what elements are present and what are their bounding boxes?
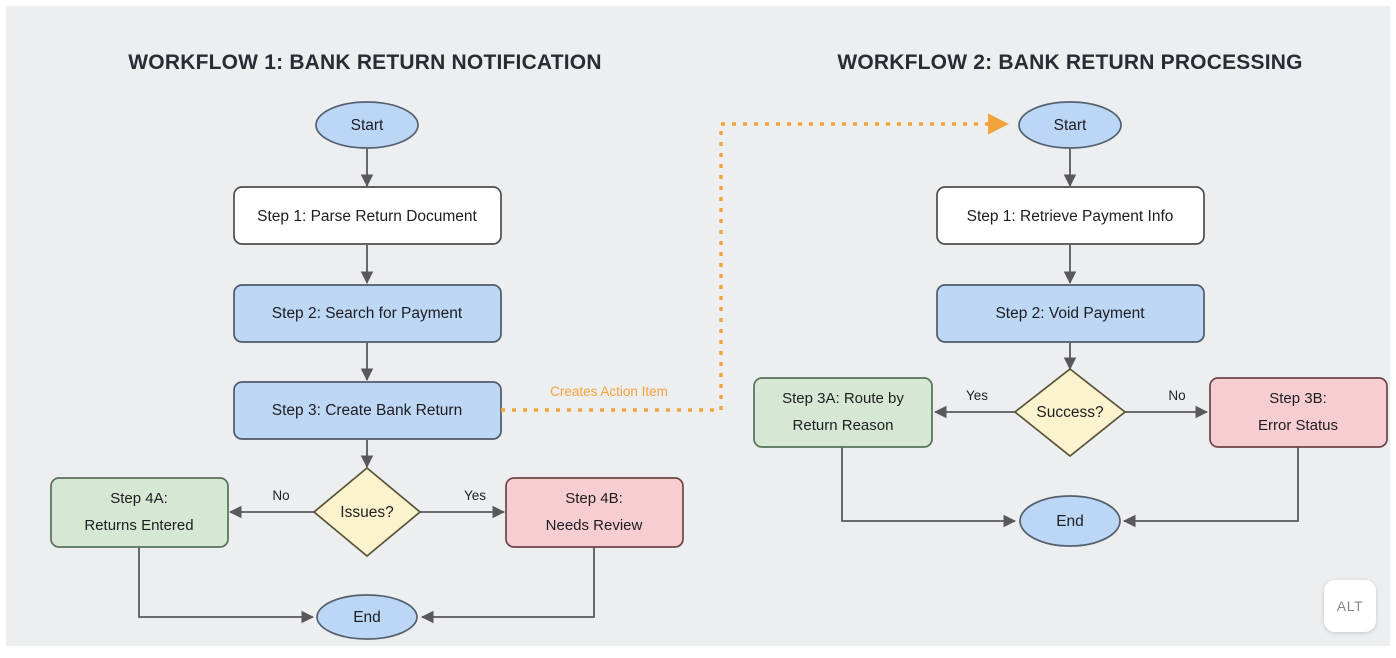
node-w2-step3b[interactable]: Step 3B: Error Status bbox=[1209, 377, 1388, 448]
w2-step3b-label-line2: Error Status bbox=[1258, 417, 1338, 434]
workflow-1-edges: No Yes bbox=[138, 149, 595, 624]
workflow-2-title: WORKFLOW 2: BANK RETURN PROCESSING bbox=[837, 51, 1302, 74]
node-w2-step1[interactable]: Step 1: Retrieve Payment Info bbox=[936, 186, 1205, 245]
alt-badge-button[interactable]: ALT bbox=[1324, 580, 1376, 632]
node-w1-start[interactable]: Start bbox=[315, 101, 419, 149]
w1-step4b-label-line1: Step 4B: bbox=[565, 490, 623, 507]
edge-w1-step4b-to-end bbox=[420, 547, 595, 624]
w1-issues-shape bbox=[312, 466, 422, 558]
node-w2-step3a[interactable]: Step 3A: Route by Return Reason bbox=[753, 377, 933, 448]
edge-label-w1-no: No bbox=[272, 488, 289, 503]
w1-step4a-label-line2: Returns Entered bbox=[84, 517, 193, 534]
w1-step2-shape bbox=[233, 284, 502, 343]
cross-link-creates-action-item: Creates Action Item bbox=[501, 113, 1009, 412]
flowchart-svg: WORKFLOW 1: BANK RETURN NOTIFICATION WOR… bbox=[50, 51, 1388, 640]
edge-label-w2-no: No bbox=[1168, 388, 1185, 403]
w2-end-shape bbox=[1019, 495, 1121, 547]
edge-w2-step3b-to-end bbox=[1122, 447, 1299, 528]
edge-label-w2-yes: Yes bbox=[966, 388, 988, 403]
cross-link-path bbox=[501, 113, 1009, 412]
w2-success-label: Success? bbox=[1036, 404, 1104, 421]
w2-step3b-label-line1: Step 3B: bbox=[1269, 390, 1327, 407]
w1-issues-label: Issues? bbox=[340, 504, 394, 521]
node-w1-end[interactable]: End bbox=[316, 594, 418, 640]
w1-step1-shape bbox=[233, 186, 502, 245]
w2-step2-shape bbox=[936, 284, 1205, 343]
node-w2-success[interactable]: Success? bbox=[1013, 367, 1127, 458]
w1-step3-label: Step 3: Create Bank Return bbox=[272, 402, 462, 419]
w1-step4b-shape bbox=[505, 477, 684, 548]
node-w2-step2[interactable]: Step 2: Void Payment bbox=[936, 284, 1205, 343]
w1-end-label: End bbox=[353, 609, 381, 626]
w1-step4a-shape bbox=[50, 477, 229, 548]
w2-step3a-label-line1: Step 3A: Route by bbox=[782, 390, 904, 407]
w1-start-label: Start bbox=[351, 117, 384, 134]
edge-label-w1-yes: Yes bbox=[464, 488, 486, 503]
node-w2-end[interactable]: End bbox=[1019, 495, 1121, 547]
w2-start-shape bbox=[1018, 101, 1122, 149]
w1-step1-label: Step 1: Parse Return Document bbox=[257, 208, 477, 225]
w1-end-shape bbox=[316, 594, 418, 640]
node-w1-step4b[interactable]: Step 4B: Needs Review bbox=[505, 477, 684, 548]
w1-step4a-label-line1: Step 4A: bbox=[110, 490, 168, 507]
w2-step3b-shape bbox=[1209, 377, 1388, 448]
w2-end-label: End bbox=[1056, 513, 1084, 530]
workflow-1-title: WORKFLOW 1: BANK RETURN NOTIFICATION bbox=[128, 51, 601, 74]
w2-start-label: Start bbox=[1054, 117, 1087, 134]
node-w1-step2[interactable]: Step 2: Search for Payment bbox=[233, 284, 502, 343]
edge-w2-step3a-to-end bbox=[841, 447, 1017, 528]
cross-link-label: Creates Action Item bbox=[550, 384, 668, 399]
w2-step1-shape bbox=[936, 186, 1205, 245]
node-w1-issues[interactable]: Issues? bbox=[312, 466, 422, 558]
workflow-2-edges: Yes No bbox=[841, 149, 1299, 528]
w1-step4b-label-line2: Needs Review bbox=[546, 517, 643, 534]
node-w1-step1[interactable]: Step 1: Parse Return Document bbox=[233, 186, 502, 245]
w2-step2-label: Step 2: Void Payment bbox=[995, 305, 1145, 322]
w2-step3a-shape bbox=[753, 377, 933, 448]
w2-step3a-label-line2: Return Reason bbox=[793, 417, 894, 434]
node-w2-start[interactable]: Start bbox=[1018, 101, 1122, 149]
w1-start-shape bbox=[315, 101, 419, 149]
edge-w1-step4a-to-end bbox=[138, 547, 315, 624]
node-w1-step3[interactable]: Step 3: Create Bank Return bbox=[233, 381, 502, 440]
node-w1-step4a[interactable]: Step 4A: Returns Entered bbox=[50, 477, 229, 548]
w2-step1-label: Step 1: Retrieve Payment Info bbox=[967, 208, 1174, 225]
w1-step2-label: Step 2: Search for Payment bbox=[272, 305, 463, 322]
w2-success-shape bbox=[1013, 367, 1127, 458]
